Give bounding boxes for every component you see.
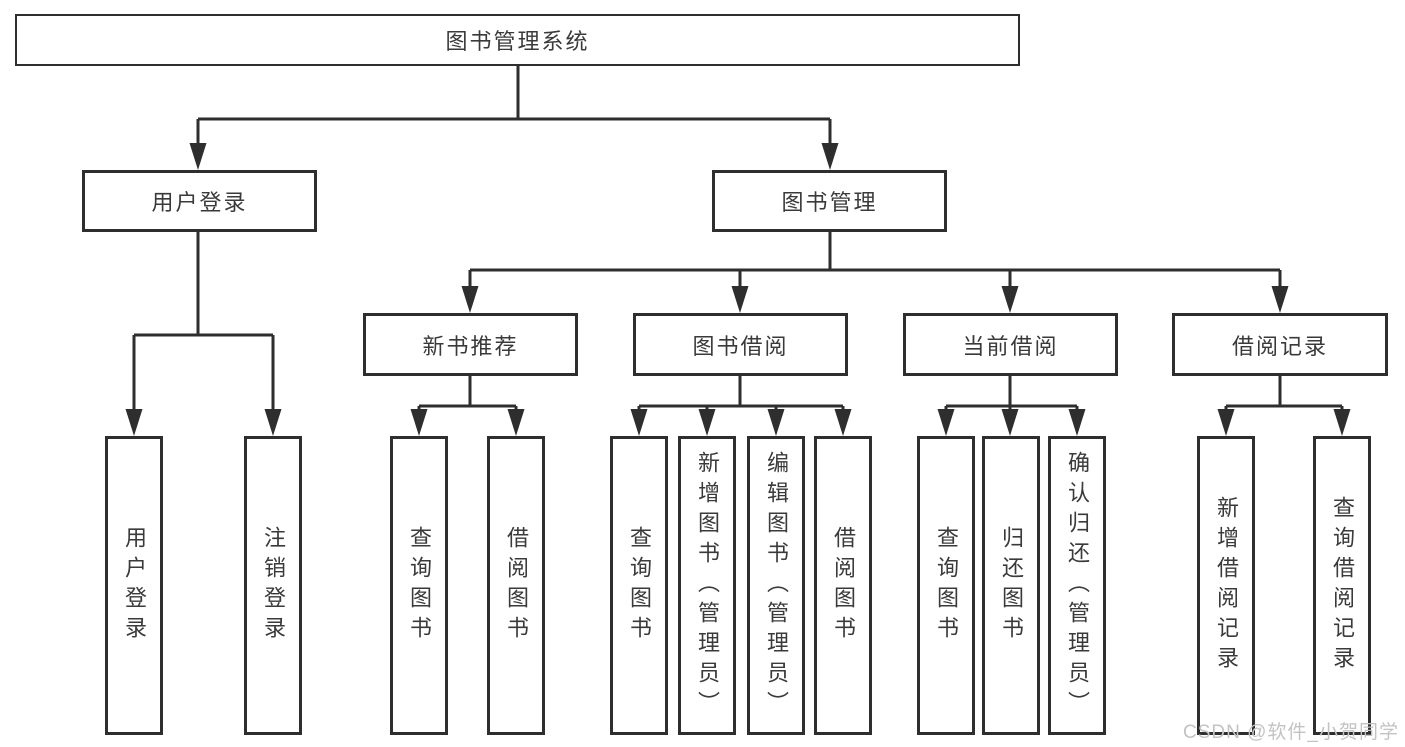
leaf-query-books-c-label: 查询图书 [934,525,959,646]
leaf-user-login-label: 用户登录 [122,525,147,646]
node-borrowing-records: 借阅记录 [1172,313,1388,376]
leaf-query-borrow-record-label: 查询借阅记录 [1330,495,1355,676]
connector-bookmgmt-to-level3 [468,232,1282,288]
leaf-user-login: 用户登录 [105,436,163,735]
leaf-add-book-admin: 新增图书（管理员） [678,436,736,735]
node-new-book-recommend-label: 新书推荐 [422,333,519,359]
leaf-query-books-b-label: 查询图书 [627,525,652,646]
leaf-query-books-c: 查询图书 [917,436,975,735]
node-user-login-label: 用户登录 [151,190,248,215]
node-book-borrowing-label: 图书借阅 [692,333,789,359]
leaf-confirm-return-admin-label: 确认归还（管理员） [1065,450,1090,721]
leaf-query-books-b: 查询图书 [610,436,668,735]
leaf-confirm-return-admin: 确认归还（管理员） [1048,436,1106,735]
leaf-edit-book-admin-label: 编辑图书（管理员） [764,450,789,721]
connector-records-to-leaves [1224,376,1344,411]
connector-userlogin-to-leaves [132,232,275,411]
node-book-borrowing: 图书借阅 [633,313,848,376]
leaf-edit-book-admin: 编辑图书（管理员） [747,436,805,735]
node-new-book-recommend: 新书推荐 [363,313,578,376]
leaf-logout-login-label: 注销登录 [261,525,286,646]
connector-root-to-level2 [196,66,832,145]
leaf-query-books-a: 查询图书 [390,436,448,735]
connector-newbook-to-leaves [417,376,518,411]
leaf-borrow-books-b-label: 借阅图书 [831,525,856,646]
node-user-login: 用户登录 [82,170,317,232]
leaf-return-books: 归还图书 [982,436,1040,735]
leaf-query-books-a-label: 查询图书 [407,525,432,646]
connector-borrow-to-leaves [637,376,845,411]
node-root-label: 图书管理系统 [445,29,590,54]
leaf-borrow-books-a: 借阅图书 [487,436,545,735]
node-current-borrowing-label: 当前借阅 [962,333,1059,359]
leaf-add-borrow-record: 新增借阅记录 [1197,436,1255,735]
leaf-borrow-books-a-label: 借阅图书 [504,525,529,646]
node-book-management: 图书管理 [712,170,947,232]
node-root: 图书管理系统 [15,14,1020,66]
leaf-borrow-books-b: 借阅图书 [814,436,872,735]
node-current-borrowing: 当前借阅 [903,313,1118,376]
leaf-query-borrow-record: 查询借阅记录 [1313,436,1371,735]
leaf-add-book-admin-label: 新增图书（管理员） [695,450,720,721]
leaf-add-borrow-record-label: 新增借阅记录 [1214,495,1239,676]
leaf-logout-login: 注销登录 [244,436,302,735]
connector-current-to-leaves [944,376,1079,411]
leaf-return-books-label: 归还图书 [999,525,1024,646]
node-book-management-label: 图书管理 [781,190,878,215]
csdn-watermark: CSDN @软件_小贺同学 [1183,722,1399,743]
node-borrowing-records-label: 借阅记录 [1231,333,1328,359]
